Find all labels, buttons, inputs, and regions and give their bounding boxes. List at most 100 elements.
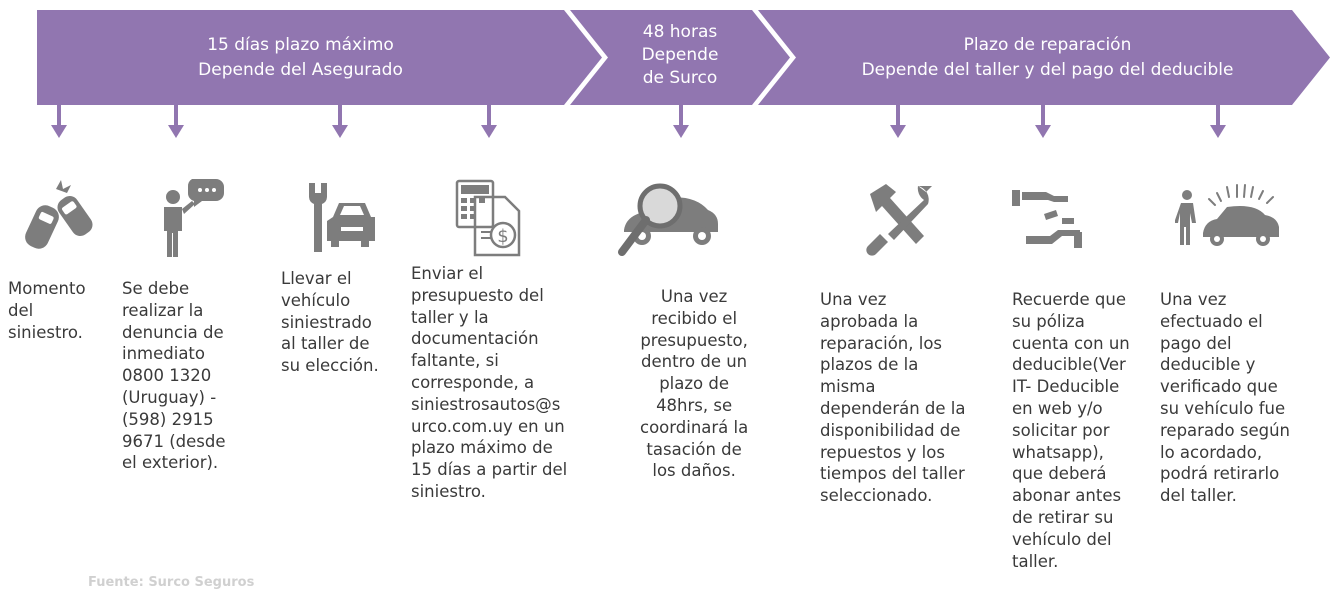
down-arrow-6 [890, 102, 906, 138]
text-line: su elección. [281, 356, 379, 376]
text-line: deducible y [1160, 355, 1256, 375]
text-line: IT- Deducible [1012, 377, 1120, 397]
person-shiny-car-icon [1175, 184, 1279, 246]
phase-3-text: Plazo de reparación Depende del taller y… [800, 33, 1295, 83]
text-line: siniestro. [8, 322, 83, 342]
text-line: Llevar el [281, 269, 352, 288]
down-arrow-7 [1035, 102, 1051, 138]
text-line: disponibilidad de [820, 420, 961, 440]
phase-1-chevron [37, 10, 602, 105]
text-line: repuestos y los [820, 442, 945, 462]
calculator-document-icon: $ [455, 179, 521, 257]
text-line: que deberá [1012, 464, 1107, 484]
text-line: Se debe [122, 279, 190, 298]
down-arrow-4 [481, 102, 497, 138]
text-line: taller. [1012, 551, 1059, 571]
text-line: plazo de [659, 374, 729, 394]
text-line: verificado que [1160, 377, 1278, 397]
text-line: de retirar su [1012, 507, 1114, 527]
text-line: denuncia de [122, 322, 224, 342]
text-line: 9671 (desde [122, 431, 226, 451]
text-line: (Uruguay) - [122, 387, 217, 407]
text-line: pago del [1160, 333, 1232, 353]
text-line: siniestrado [281, 312, 372, 332]
down-arrows [51, 102, 1226, 138]
text-line: documentación [411, 329, 539, 349]
step-2-description: Se debe realizar la denuncia de inmediat… [122, 278, 226, 474]
step-1-description: Momento del siniestro. [8, 278, 86, 343]
text-line: coordinará la [640, 417, 749, 437]
magnifier-car-icon [618, 183, 718, 256]
timeline-banner [37, 10, 1330, 105]
source-footnote: Fuente: Surco Seguros [88, 575, 255, 590]
text-line: urco.com.uy en un [411, 416, 565, 436]
step-4-description: Enviar el presupuesto del taller y la do… [411, 263, 567, 503]
down-arrow-2 [168, 102, 184, 138]
phase-2-line-2: Depende [641, 45, 719, 65]
down-arrow-1 [51, 102, 67, 138]
text-line: lo acordado, [1160, 442, 1263, 462]
phase-3-line-2: Depende del taller y del pago del deduci… [861, 60, 1234, 80]
phase-1-line-1: 15 días plazo máximo [207, 35, 394, 55]
text-line: Recuerde que [1012, 290, 1127, 309]
text-line: cuenta con un [1012, 333, 1130, 353]
phase-1-line-2: Depende del Asegurado [198, 60, 403, 80]
text-line: su vehículo fue [1160, 398, 1286, 418]
text-line: solicitar por [1012, 420, 1110, 440]
text-line: podrá retirarlo [1160, 464, 1280, 484]
text-line: faltante, si [411, 351, 499, 371]
text-line: Una vez [660, 287, 728, 306]
text-line: plazos de la [820, 355, 919, 375]
hands-coin-icon [1012, 190, 1082, 248]
text-line: al taller de [281, 334, 370, 354]
step-6-description: Una vez aprobada la reparación, los plaz… [820, 289, 966, 507]
text-line: deducible(Ver [1012, 355, 1126, 375]
text-line: vehículo del [1012, 529, 1112, 549]
step-3-description: Llevar el vehículo siniestrado al taller… [281, 268, 379, 377]
phase-2-line-3: de Surco [642, 68, 718, 88]
phase-3-chevron [758, 10, 1330, 105]
phase-2-chevron [570, 10, 790, 105]
phase-2-text: 48 horas Depende de Surco [610, 21, 750, 90]
text-line: presupuesto, [640, 330, 748, 350]
text-line: taller y la [411, 307, 489, 327]
text-line: tiempos del taller [820, 464, 965, 484]
text-line: corresponde, a [411, 372, 535, 392]
text-line: realizar la [122, 300, 204, 320]
text-line: Una vez [820, 290, 887, 309]
step-8-description: Una vez efectuado el pago del deducible … [1160, 289, 1290, 507]
text-line: siniestrosautos@s [411, 394, 561, 414]
step-5-description: Una vez recibido el presupuesto, dentro … [640, 286, 748, 482]
text-line: presupuesto del [411, 285, 544, 305]
text-line: misma [820, 377, 876, 397]
text-line: del [8, 300, 34, 320]
text-line: 0800 1320 [122, 366, 212, 386]
text-line: seleccionado. [820, 486, 933, 506]
text-line: su póliza [1012, 311, 1085, 331]
svg-text:$: $ [497, 226, 508, 247]
text-line: aprobada la [820, 311, 919, 331]
text-line: en web y/o [1012, 398, 1103, 418]
text-line: reparado según [1160, 420, 1291, 440]
text-line: recibido el [651, 308, 738, 328]
down-arrow-3 [332, 102, 348, 138]
text-line: inmediato [122, 344, 205, 364]
wrench-car-icon [309, 183, 375, 252]
step-7-description: Recuerde que su póliza cuenta con un ded… [1012, 289, 1130, 572]
text-line: (598) 2915 [122, 409, 214, 429]
phase-2-line-1: 48 horas [642, 22, 718, 42]
text-line: efectuado el [1160, 311, 1263, 331]
phase-1-text: 15 días plazo máximo Depende del Asegura… [37, 33, 564, 83]
text-line: dentro de un [641, 352, 748, 372]
text-line: 48hrs, se [656, 395, 733, 415]
text-line: Una vez [1160, 290, 1227, 309]
text-line: los daños. [652, 461, 736, 481]
down-arrow-8 [1210, 102, 1226, 138]
text-line: reparación, los [820, 333, 943, 353]
hammer-wrench-icon [866, 184, 932, 256]
text-line: Momento [8, 279, 86, 298]
person-speech-icon [164, 179, 224, 257]
text-line: el exterior). [122, 453, 219, 473]
text-line: del taller. [1160, 486, 1237, 506]
car-crash-icon [25, 180, 93, 249]
